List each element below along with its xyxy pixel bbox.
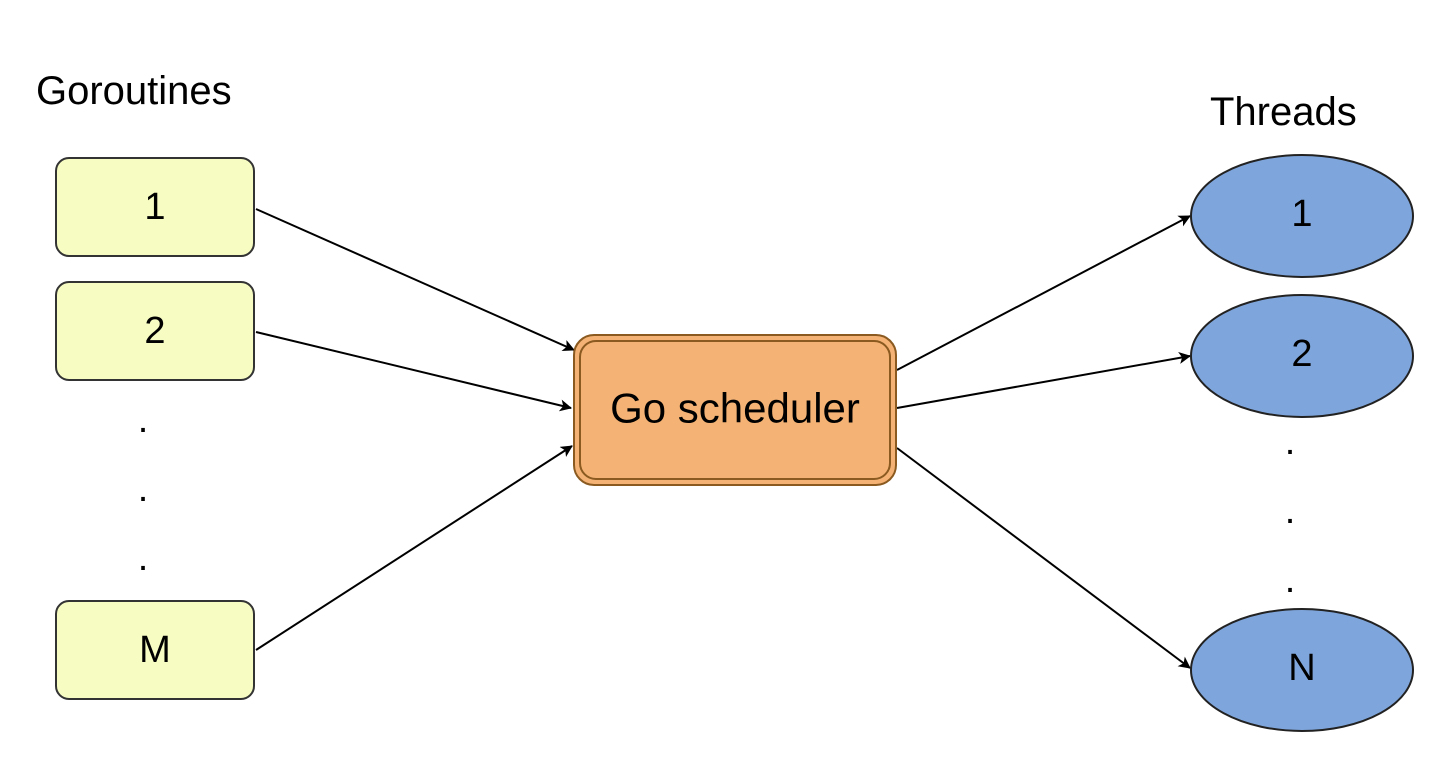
edge-scheduler-to-thread-2: [896, 352, 1191, 409]
go-scheduler-box: Go scheduler: [573, 334, 897, 486]
goroutine-label: M: [139, 629, 171, 671]
goroutines-heading: Goroutines: [36, 69, 232, 113]
thread-node-n: N: [1190, 608, 1414, 732]
goroutine-label: 2: [144, 310, 165, 352]
goroutine-box-2: 2: [55, 281, 255, 381]
threads-heading: Threads: [1210, 90, 1357, 134]
edge-scheduler-to-thread-1: [896, 215, 1191, 371]
thread-label: 2: [1291, 333, 1312, 375]
ellipsis-dot: .: [138, 399, 149, 441]
ellipsis-dot: .: [1285, 559, 1296, 601]
ellipsis-dot: .: [138, 537, 149, 579]
edge-scheduler-to-thread-N: [896, 447, 1191, 669]
thread-label: 1: [1291, 193, 1312, 235]
goroutine-box-m: M: [55, 600, 255, 700]
edge-goroutine-M-to-scheduler: [255, 445, 573, 651]
goroutine-box-1: 1: [55, 157, 255, 257]
edges: [255, 208, 1191, 669]
ellipsis-dot: .: [1285, 421, 1296, 463]
thread-node-1: 1: [1190, 154, 1414, 278]
thread-label: N: [1288, 647, 1315, 689]
threads-ellipsis: . . .: [1285, 421, 1296, 601]
thread-node-2: 2: [1190, 294, 1414, 418]
edge-goroutine-1-to-scheduler: [255, 208, 575, 352]
go-scheduler-label: Go scheduler: [610, 385, 860, 432]
goroutine-label: 1: [144, 186, 165, 228]
ellipsis-dot: .: [138, 468, 149, 510]
ellipsis-dot: .: [1285, 490, 1296, 532]
edge-goroutine-2-to-scheduler: [255, 331, 572, 412]
goroutines-ellipsis: . . .: [138, 399, 149, 579]
